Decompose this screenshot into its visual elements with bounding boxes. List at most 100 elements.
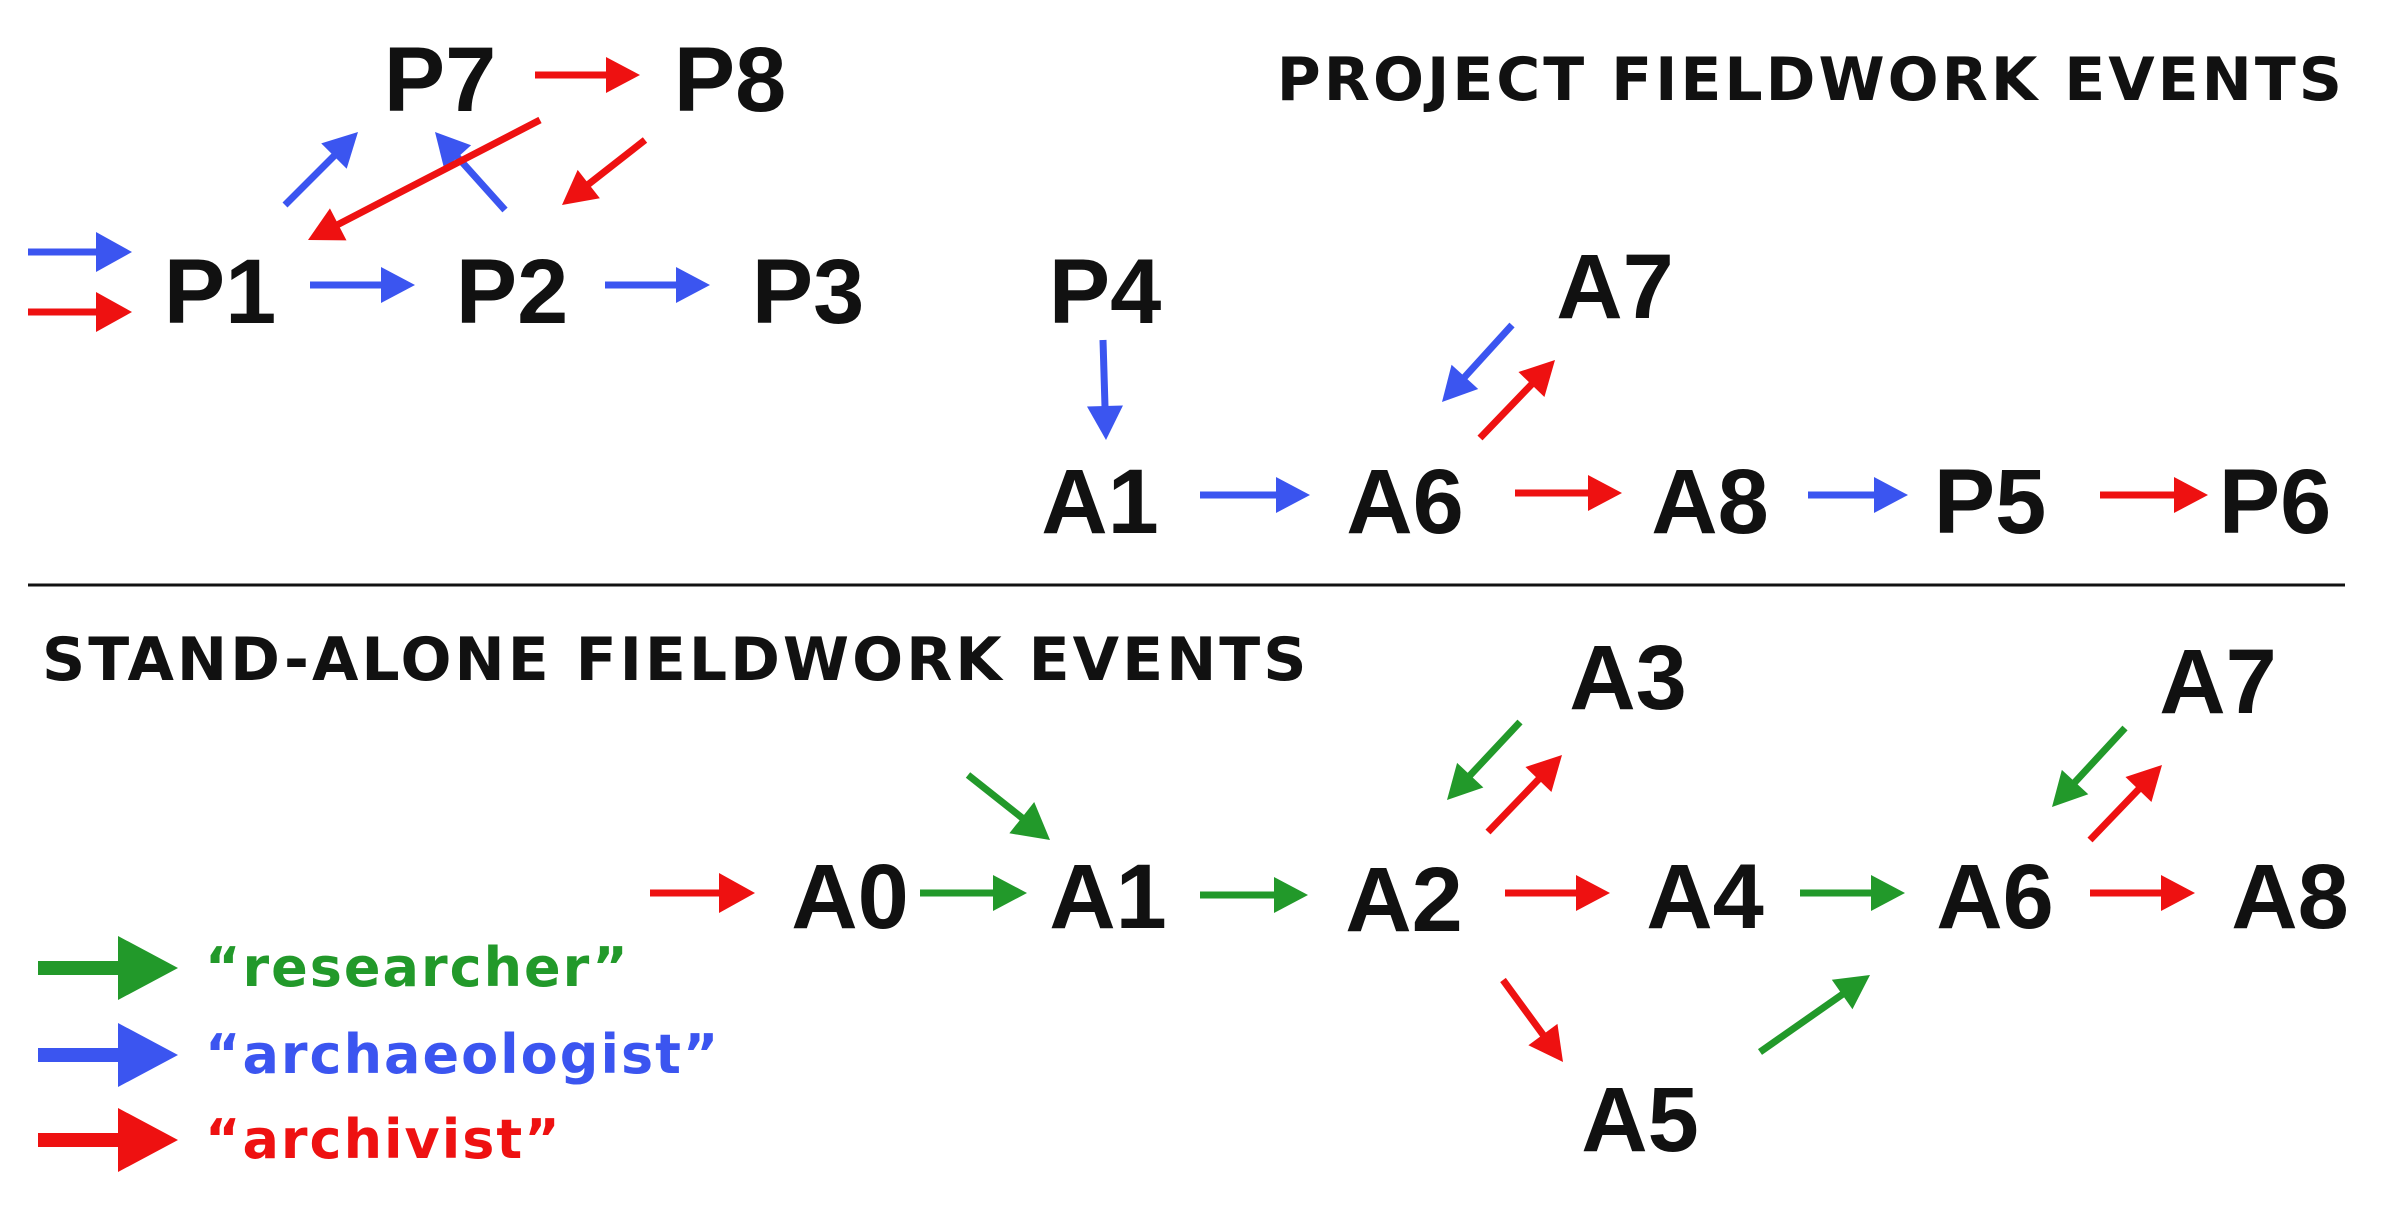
standalone-entry-edge-a1-researcher-shaft xyxy=(965,772,1026,822)
standalone-edge-a2-a5-shaft xyxy=(1500,977,1547,1039)
legend: “researcher” “archaeologist” “archivist” xyxy=(38,936,720,1172)
standalone-edge-a0-a1 xyxy=(920,875,1027,911)
legend-label-archivist: “archivist” xyxy=(205,1108,562,1171)
standalone-entry-edge-a0-archivist xyxy=(650,873,755,913)
standalone-edge-a3-a2-shaft xyxy=(1466,719,1523,780)
standalone-entry-edge-a1-researcher-head xyxy=(1009,801,1050,840)
project-node-p3: P3 xyxy=(752,241,865,343)
standalone-node-a1: A1 xyxy=(1049,846,1167,948)
legend-arrow-researcher xyxy=(38,936,178,1000)
standalone-edge-a7-a6-shaft xyxy=(2071,725,2128,786)
standalone-edge-a1-a2-head xyxy=(1274,877,1308,913)
standalone-node-a2: A2 xyxy=(1345,849,1463,951)
project-section-title: PROJECT FIELDWORK EVENTS xyxy=(1277,45,2345,115)
project-edge-p7-p8 xyxy=(535,57,640,93)
standalone-edge-a2-a4-head xyxy=(1576,875,1610,911)
legend-label-archaeologist: “archaeologist” xyxy=(205,1023,720,1086)
legend-arrow-archaeologist xyxy=(38,1023,178,1087)
project-edge-a7-a6 xyxy=(1442,322,1515,402)
project-node-p4: P4 xyxy=(1049,241,1162,343)
legend-arrow-archivist xyxy=(38,1108,178,1172)
standalone-node-a6: A6 xyxy=(1936,846,2054,948)
project-edge-p2-p7 xyxy=(435,132,508,213)
project-node-p2: P2 xyxy=(456,241,569,343)
project-node-a8: A8 xyxy=(1651,451,1769,553)
project-node-p5: P5 xyxy=(1934,451,2047,553)
project-edge-a1-a6 xyxy=(1200,477,1310,513)
project-edge-p8-p2-shaft xyxy=(585,137,648,189)
project-entry-edge-p1-archaeologist xyxy=(28,232,132,272)
project-node-p6: P6 xyxy=(2219,451,2332,553)
standalone-edge-a5-a6-shaft xyxy=(1757,990,1846,1055)
project-edge-a6-a7-shaft xyxy=(1477,380,1536,441)
project-edge-a6-a7 xyxy=(1477,360,1555,441)
legend-arrow-archaeologist-head xyxy=(118,1023,178,1087)
project-edge-p1-p7-head xyxy=(321,132,358,169)
standalone-edge-a3-a2-head xyxy=(1447,762,1484,800)
legend-label-researcher: “researcher” xyxy=(205,936,630,999)
project-edge-p2-p3-head xyxy=(676,267,710,303)
standalone-entry-edge-a1-researcher xyxy=(965,772,1050,840)
standalone-node-a5: A5 xyxy=(1581,1069,1699,1171)
project-node-a1: A1 xyxy=(1041,451,1159,553)
project-edge-a8-p5 xyxy=(1808,477,1908,513)
project-edge-p5-p6 xyxy=(2100,477,2208,513)
standalone-edge-a4-a6-head xyxy=(1871,875,1905,911)
project-edge-p4-a1 xyxy=(1086,339,1123,440)
standalone-edge-a6-a7 xyxy=(2087,765,2162,843)
project-edge-a1-a6-head xyxy=(1276,477,1310,513)
project-node-p8: P8 xyxy=(674,29,787,131)
project-edge-p8-p1-head xyxy=(308,208,347,241)
standalone-edge-a2-a5 xyxy=(1500,977,1563,1062)
project-edge-a7-a6-head xyxy=(1442,364,1479,402)
project-edge-p8-p2 xyxy=(562,137,648,205)
project-edge-p4-a1-head xyxy=(1086,405,1123,440)
project-edge-p1-p7-shaft xyxy=(282,152,338,208)
project-node-a6: A6 xyxy=(1346,451,1464,553)
standalone-edge-a2-a3 xyxy=(1485,755,1562,835)
standalone-edge-a6-a8 xyxy=(2090,875,2195,911)
edge-layer xyxy=(28,57,2208,1062)
standalone-edge-a6-a8-head xyxy=(2161,875,2195,911)
standalone-section-title: STAND-ALONE FIELDWORK EVENTS xyxy=(42,625,1309,695)
standalone-node-a3: A3 xyxy=(1569,627,1687,729)
standalone-node-a7: A7 xyxy=(2159,631,2277,733)
project-edge-p1-p2 xyxy=(310,267,415,303)
standalone-edge-a7-a6-head xyxy=(2052,769,2089,807)
standalone-edge-a6-a7-shaft xyxy=(2087,785,2143,843)
project-edge-p2-p7-shaft xyxy=(453,153,508,213)
standalone-edge-a6-a7-head xyxy=(2125,765,2162,802)
project-edge-p2-p7-head xyxy=(435,132,472,170)
standalone-node-a4: A4 xyxy=(1646,846,1764,948)
standalone-edge-a0-a1-head xyxy=(993,875,1027,911)
standalone-edge-a3-a2 xyxy=(1447,719,1523,800)
standalone-edge-a5-a6 xyxy=(1757,975,1870,1055)
standalone-node-a0: A0 xyxy=(791,846,909,948)
standalone-edge-a7-a6 xyxy=(2052,725,2128,807)
legend-arrow-archivist-head xyxy=(118,1108,178,1172)
standalone-edge-a2-a3-head xyxy=(1525,755,1562,792)
project-edge-p5-p6-head xyxy=(2174,477,2208,513)
project-edge-p2-p3 xyxy=(605,267,710,303)
project-node-p7: P7 xyxy=(384,29,497,131)
project-edge-p7-p8-head xyxy=(606,57,640,93)
project-edge-p1-p2-head xyxy=(381,267,415,303)
standalone-edge-a4-a6 xyxy=(1800,875,1905,911)
project-entry-edge-p1-archaeologist-head xyxy=(96,232,132,272)
standalone-node-a8: A8 xyxy=(2231,846,2349,948)
project-node-p1: P1 xyxy=(164,241,277,343)
project-edge-p8-p2-head xyxy=(562,169,600,205)
project-edge-p8-p1 xyxy=(308,116,542,241)
project-edge-p4-a1-shaft xyxy=(1099,339,1109,409)
standalone-entry-edge-a0-archivist-head xyxy=(719,873,755,913)
project-edge-p8-p1-shaft xyxy=(334,116,542,229)
project-entry-edge-p1-archivist xyxy=(28,292,132,332)
project-entry-edge-p1-archivist-head xyxy=(96,292,132,332)
project-edge-a8-p5-head xyxy=(1874,477,1908,513)
project-edge-a6-a8 xyxy=(1515,475,1622,511)
project-node-a7: A7 xyxy=(1556,236,1674,338)
project-edge-p1-p7 xyxy=(282,132,358,208)
standalone-edge-a5-a6-head xyxy=(1831,975,1870,1010)
